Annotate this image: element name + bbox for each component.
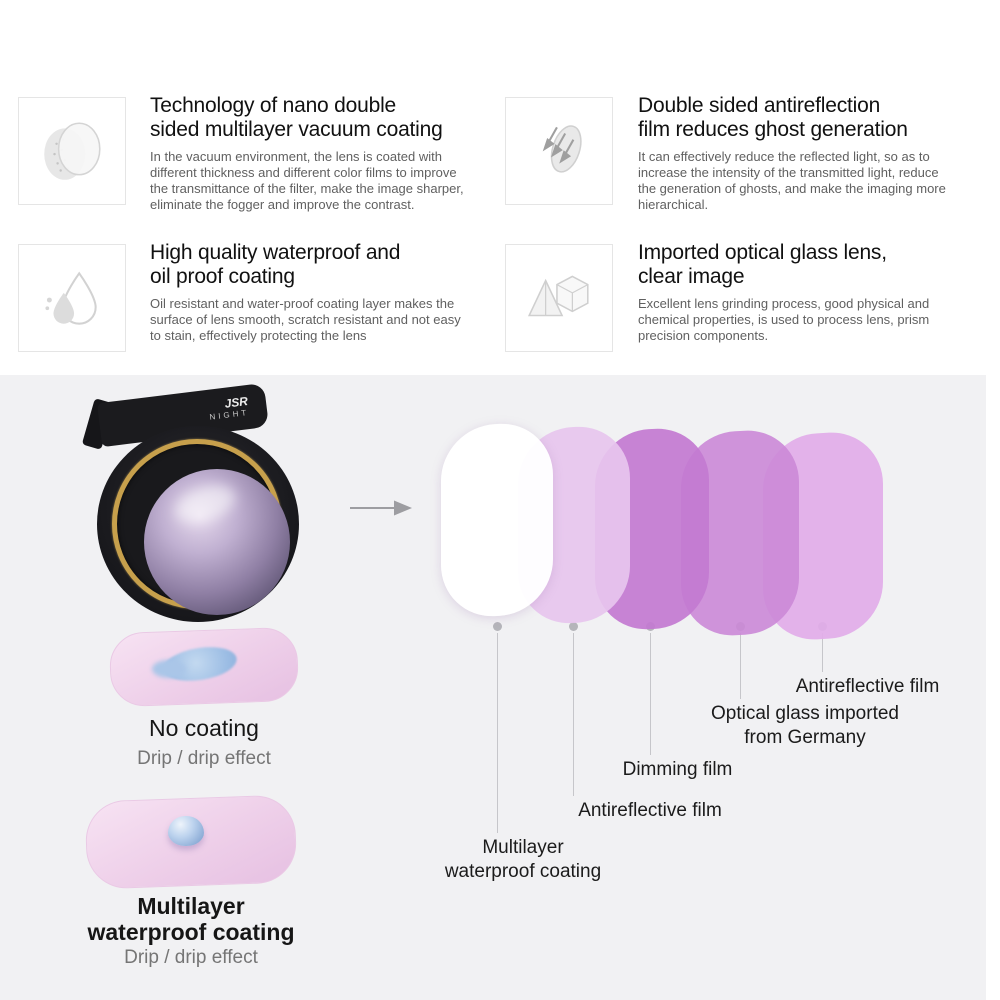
- lens-glass: [144, 469, 290, 615]
- feature-title: High quality waterproof and oil proof co…: [150, 241, 401, 289]
- layer-label-antireflective-front: Antireflective film: [578, 800, 722, 821]
- feature-body: Oil resistant and water-proof coating la…: [150, 296, 461, 343]
- lens-filter-photo: [97, 426, 299, 622]
- lens-glass-highlight: [170, 478, 240, 530]
- sample-title-no-coating: No coating: [149, 715, 259, 741]
- sample-title-coated: Multilayer waterproof coating: [87, 893, 295, 946]
- sample-subtitle-no-coating: Drip / drip effect: [137, 748, 271, 769]
- feature-body: Excellent lens grinding process, good ph…: [638, 296, 930, 343]
- film-layer-waterproof: [441, 421, 553, 619]
- feature-vacuum-coating: Technology of nano double sided multilay…: [150, 94, 480, 213]
- lens-gold-ring: [112, 439, 290, 615]
- water-droplet: [168, 816, 204, 846]
- antireflection-icon-box: [505, 97, 613, 205]
- water-drops-icon: [45, 271, 97, 325]
- antireflection-arrows-icon: [542, 125, 582, 173]
- leader-dot: [493, 622, 502, 631]
- feature-title: Double sided antireflection film reduces…: [638, 94, 908, 142]
- coating-layers-icon: [44, 122, 101, 180]
- layer-label-optical-glass: Optical glass imported from Germany: [711, 703, 899, 748]
- leader-line: [497, 633, 498, 833]
- feature-title: Imported optical glass lens, clear image: [638, 241, 887, 289]
- model-label: NIGHT: [209, 408, 250, 423]
- sample-subtitle-coated: Drip / drip effect: [124, 947, 258, 968]
- leader-line: [573, 633, 574, 796]
- feature-waterproof: High quality waterproof and oil proof co…: [150, 241, 480, 344]
- water-smear-small: [152, 660, 186, 678]
- feature-body: In the vacuum environment, the lens is c…: [150, 149, 464, 212]
- vacuum-coating-icon-box: [18, 97, 126, 205]
- leader-line: [740, 633, 741, 699]
- optical-glass-icon-box: [505, 244, 613, 352]
- leader-line: [650, 633, 651, 755]
- feature-title: Technology of nano double sided multilay…: [150, 94, 443, 142]
- arrow-right-icon: [350, 500, 412, 516]
- feature-optical-glass: Imported optical glass lens, clear image…: [638, 241, 968, 344]
- feature-antireflection: Double sided antireflection film reduces…: [638, 94, 968, 213]
- layer-label-waterproof: Multilayer waterproof coating: [444, 837, 602, 882]
- waterproof-icon-box: [18, 244, 126, 352]
- leader-dot: [569, 622, 578, 631]
- feature-body: It can effectively reduce the reflected …: [638, 149, 946, 212]
- layer-label-dimming: Dimming film: [622, 759, 733, 780]
- leader-line: [822, 633, 823, 672]
- layer-label-antireflective-back: Antireflective film: [795, 676, 940, 697]
- prism-glass-icon: [527, 275, 589, 317]
